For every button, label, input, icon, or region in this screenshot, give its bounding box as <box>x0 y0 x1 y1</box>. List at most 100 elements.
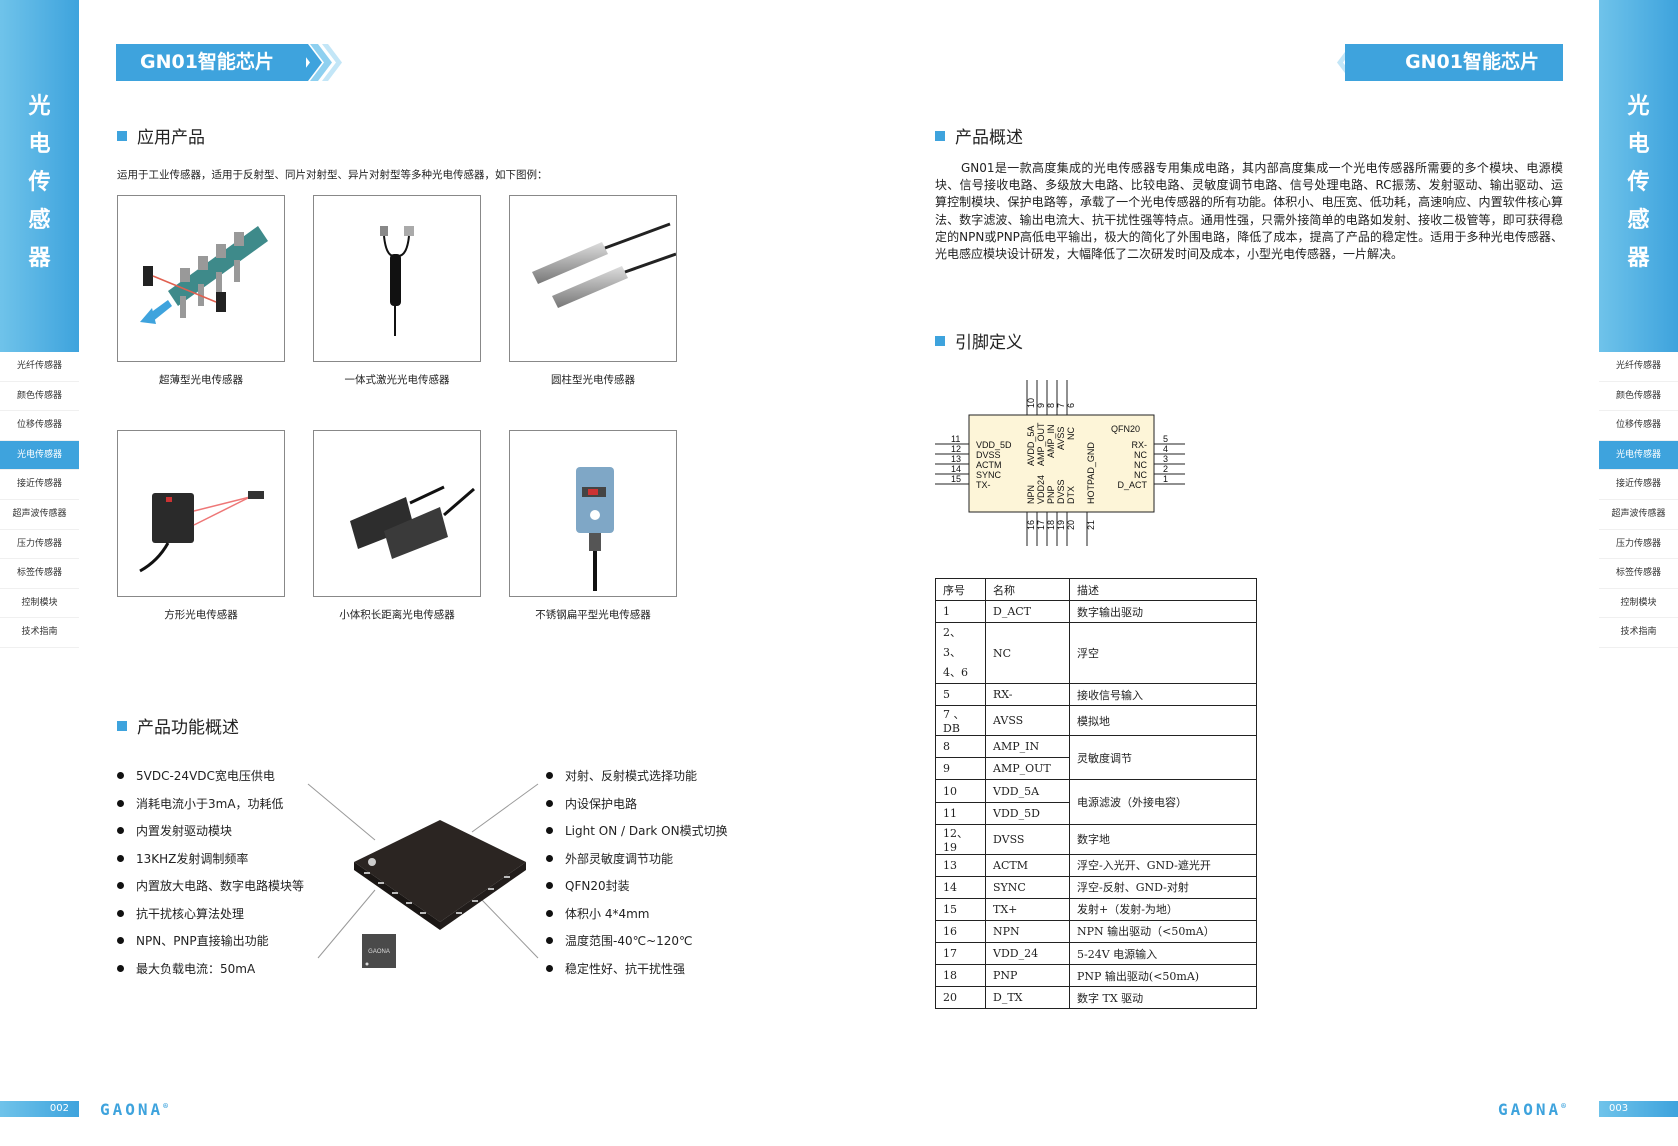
table-cell: TX+ <box>985 897 1070 921</box>
table-cell: 数字 TX 驱动 <box>1069 986 1257 1010</box>
pin-name: RX- <box>1132 440 1148 450</box>
pin-number: 6 <box>1066 403 1076 408</box>
table-cell: NPN 输出驱动（<50mA） <box>1069 919 1257 944</box>
table-cell: 8 <box>935 735 986 759</box>
sidebar-item-guide[interactable]: 技术指南 <box>0 618 79 648</box>
bullet-icon <box>117 799 124 807</box>
pin-number: 17 <box>1036 520 1046 530</box>
sidebar-item-displacement[interactable]: 位移传感器 <box>1599 411 1678 441</box>
section-marker <box>935 130 945 141</box>
sidebar-item-control[interactable]: 控制模块 <box>0 589 79 619</box>
pin-name: AVDD_5A <box>1026 426 1036 466</box>
feature-item: NPN、PNP直接输出功能 <box>117 927 304 955</box>
product-card: 一体式激光光电传感器 <box>313 195 481 387</box>
table-cell: 12、19 <box>935 823 986 855</box>
feature-item: QFN20封装 <box>546 872 728 900</box>
pin-name: ACTM <box>976 460 1002 470</box>
sidebar-item-pressure[interactable]: 压力传感器 <box>0 530 79 560</box>
table-header: 名称 <box>985 577 1070 602</box>
sidebar-title-char: 器 <box>1627 246 1650 271</box>
table-row: 14 SYNC 浮空-反射、GND-对射 <box>935 875 1257 899</box>
sidebar-item-label[interactable]: 标签传感器 <box>0 559 79 589</box>
table-cell: AMP_OUT <box>985 757 1070 781</box>
section-title-text: 应用产品 <box>137 128 205 148</box>
bullet-icon <box>117 964 124 972</box>
table-cell: 浮空-反射、GND-对射 <box>1069 875 1257 899</box>
pin-name: SYNC <box>976 470 1002 480</box>
footer-logo: GAONA® <box>100 1100 168 1119</box>
table-header: 描述 <box>1069 577 1257 602</box>
table-cell: 9 <box>935 757 986 781</box>
sidebar-title: 光 电 传 感 器 <box>0 95 79 271</box>
table-cell: RX- <box>985 683 1070 707</box>
feature-text: 对射、反射模式选择功能 <box>565 769 698 784</box>
table-cell: PNP <box>985 964 1070 988</box>
footer-logo: GAONA® <box>1498 1100 1566 1119</box>
sidebar-item-photoelectric[interactable]: 光电传感器 <box>1599 440 1678 471</box>
sidebar-item-guide[interactable]: 技术指南 <box>1599 618 1678 648</box>
section-title-features: 产品功能概述 <box>117 713 239 738</box>
table-cell: 5 <box>935 683 986 707</box>
table-row: 20 D_TX 数字 TX 驱动 <box>935 986 1257 1010</box>
sidebar-item-fiber[interactable]: 光纤传感器 <box>1599 352 1678 382</box>
table-cell: NC <box>985 622 1070 685</box>
cylinder-sensor-image <box>509 195 677 362</box>
sidebar-item-color[interactable]: 颜色传感器 <box>1599 382 1678 412</box>
feature-item: 抗干扰核心算法处理 <box>117 900 304 928</box>
feature-text: NPN、PNP直接输出功能 <box>136 934 269 949</box>
sidebar-item-color[interactable]: 颜色传感器 <box>0 382 79 412</box>
table-row: 10 VDD_5A 电源滤波（外接电容） <box>935 779 1257 825</box>
pin-name: D_ACT <box>1117 480 1147 490</box>
sidebar-item-proximity[interactable]: 接近传感器 <box>0 470 79 500</box>
sidebar-item-ultrasonic[interactable]: 超声波传感器 <box>1599 500 1678 530</box>
table-cell: 15 <box>935 897 986 921</box>
feature-item: Light ON / Dark ON模式切换 <box>546 817 728 845</box>
pin-number: 16 <box>1026 520 1036 530</box>
feature-item: 对射、反射模式选择功能 <box>546 762 728 790</box>
pin-name: DVSS <box>1056 479 1066 504</box>
product-card: 小体积长距离光电传感器 <box>313 430 481 622</box>
section-marker <box>117 130 127 141</box>
feature-text: 抗干扰核心算法处理 <box>136 906 245 921</box>
pin-number: 15 <box>951 474 961 484</box>
pin-name: DTX <box>1066 486 1076 504</box>
feature-item: 最大负载电流：50mA <box>117 955 304 983</box>
bullet-icon <box>117 909 124 917</box>
registered-mark: ® <box>163 1101 168 1111</box>
sidebar-item-ultrasonic[interactable]: 超声波传感器 <box>0 500 79 530</box>
pin-number: 19 <box>1056 520 1066 530</box>
sidebar-item-displacement[interactable]: 位移传感器 <box>0 411 79 441</box>
pin-number: 5 <box>1163 434 1168 444</box>
product-card: 超薄型光电传感器 <box>117 195 285 387</box>
section-title-apps: 应用产品 <box>117 123 205 148</box>
table-cell: NPN <box>985 919 1070 944</box>
page-number: 002 <box>0 1101 79 1117</box>
table-cell: AVSS <box>985 705 1070 737</box>
bullet-icon <box>117 882 124 890</box>
sidebar-item-photoelectric[interactable]: 光电传感器 <box>0 440 79 471</box>
sidebar-item-label[interactable]: 标签传感器 <box>1599 559 1678 589</box>
thin-sensor-image <box>117 195 285 362</box>
product-caption: 一体式激光光电传感器 <box>344 374 450 386</box>
pin-name: NC <box>1066 427 1076 440</box>
pin-number: 10 <box>1026 398 1036 408</box>
table-cell: DVSS <box>985 823 1070 855</box>
pin-number: 13 <box>951 454 961 464</box>
table-row: 2、3、4、6 NC 浮空 <box>935 622 1257 685</box>
sidebar-item-control[interactable]: 控制模块 <box>1599 589 1678 619</box>
sidebar-item-fiber[interactable]: 光纤传感器 <box>0 352 79 382</box>
table-cell: 11 <box>935 801 986 825</box>
table-cell: 14 <box>935 875 986 899</box>
sidebar-item-proximity[interactable]: 接近传感器 <box>1599 470 1678 500</box>
sidebar-nav: 光纤传感器 颜色传感器 位移传感器 光电传感器 接近传感器 超声波传感器 压力传… <box>0 352 79 648</box>
feature-text: 13KHZ发射调制频率 <box>136 851 249 866</box>
product-caption: 圆柱型光电传感器 <box>551 374 635 386</box>
right-sidebar: 光 电 传 感 器 光纤传感器 颜色传感器 位移传感器 光电传感器 接近传感器 … <box>1599 0 1678 1146</box>
sidebar-band <box>0 0 79 352</box>
table-row: 11 VDD_5D <box>935 801 1257 825</box>
table-cell: 2、3、4、6 <box>935 622 986 685</box>
stainless-flat-sensor-image <box>509 430 677 597</box>
pin-name: PNP <box>1046 485 1056 504</box>
section-title-text: 产品概述 <box>955 128 1023 148</box>
sidebar-item-pressure[interactable]: 压力传感器 <box>1599 530 1678 560</box>
